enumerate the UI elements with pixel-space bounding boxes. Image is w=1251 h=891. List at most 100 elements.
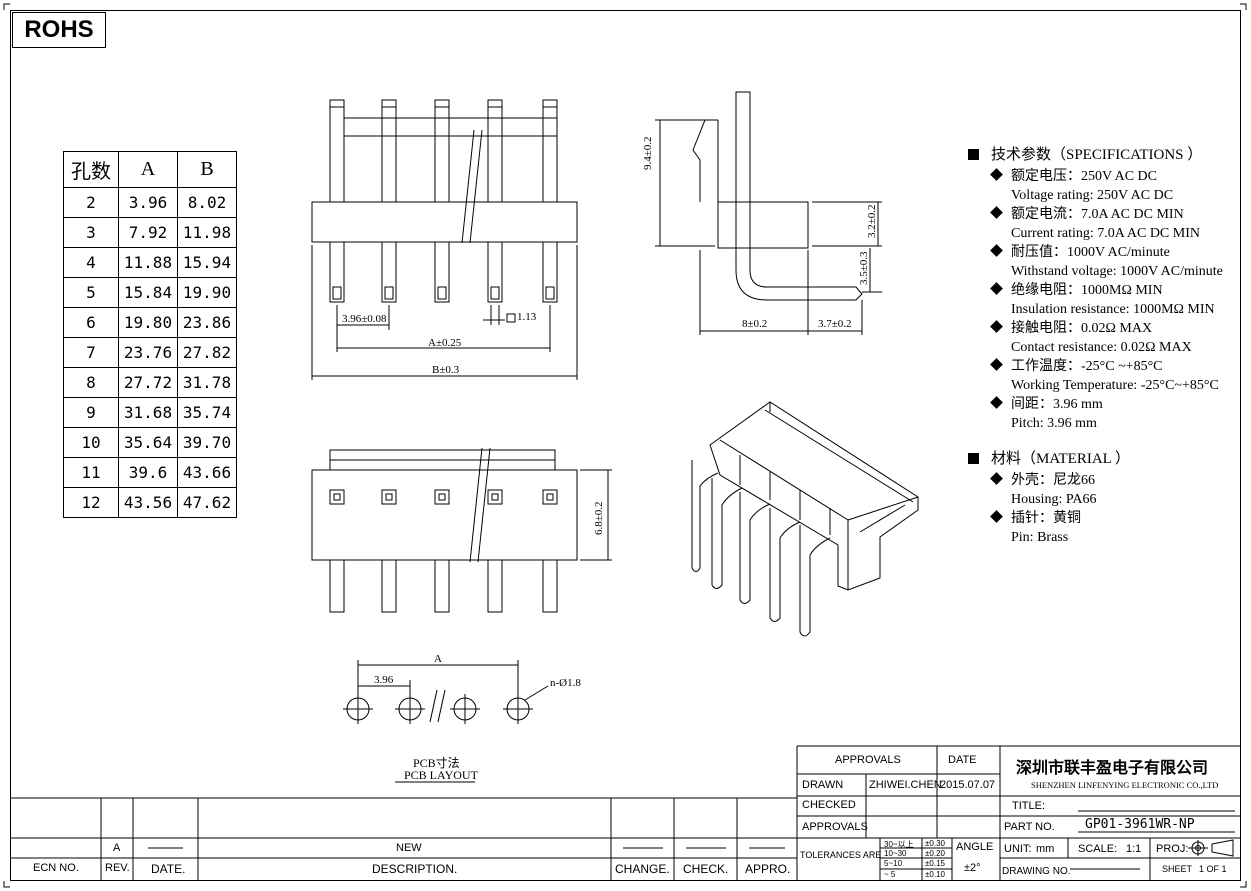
scale-label: SCALE: [1078, 843, 1118, 855]
spec-heading: 技术参数（SPECIFICATIONS ） [991, 147, 1203, 163]
approvals-header: APPROVALS [835, 754, 901, 766]
dim-pin-len: 3.5±0.3 [858, 251, 870, 285]
title-label: TITLE: [1012, 800, 1046, 812]
part-no-label: PART NO. [1004, 821, 1055, 833]
diamond-bullet-icon [990, 244, 1003, 257]
item-en: Insulation resistance: 1000MΩ MIN [1011, 302, 1215, 317]
cell-a: 3.96 [118, 187, 178, 218]
item-en: Voltage rating: 250V AC DC [1011, 188, 1174, 203]
tol-value: ±0.30 [925, 839, 945, 848]
diamond-bullet-icon [990, 168, 1003, 181]
cell-holes: 9 [63, 397, 119, 428]
angle-value: ±2° [964, 862, 981, 874]
cell-holes: 7 [63, 337, 119, 368]
part-no-value: GP01-3961WR-NP [1085, 817, 1195, 832]
cell-b: 8.02 [177, 187, 237, 218]
dim-body-h: 3.2±0.2 [866, 204, 878, 238]
dim-pcb-a: A [434, 653, 442, 665]
tol-range: ~ 5 [884, 870, 896, 879]
cell-a: 7.92 [118, 217, 178, 248]
col-header-holes: 孔数 [63, 151, 119, 188]
cell-a: 11.88 [118, 247, 178, 278]
cell-holes: 11 [63, 457, 119, 488]
item-cn: 额定电压：250V AC DC [1011, 169, 1157, 184]
item-en: Current rating: 7.0A AC DC MIN [1011, 226, 1200, 241]
tol-range: 30~以上 [884, 840, 914, 849]
cell-b: 11.98 [177, 217, 237, 248]
item-en: Pitch: 3.96 mm [1011, 416, 1097, 431]
cell-a: 39.6 [118, 457, 178, 488]
diamond-bullet-icon [990, 206, 1003, 219]
cell-a: 15.84 [118, 277, 178, 308]
cell-holes: 8 [63, 367, 119, 398]
list-item: 额定电流：7.0A AC DC MIN [968, 205, 1223, 224]
dim-a: A±0.25 [428, 337, 462, 349]
cell-b: 39.70 [177, 427, 237, 458]
tol-value: ±0.15 [925, 859, 945, 868]
square-bullet-icon [968, 453, 979, 464]
angle-label: ANGLE [956, 841, 994, 853]
change-header: CHANGE. [615, 862, 670, 876]
appro-header: APPRO. [745, 862, 791, 876]
tol-range: 10~30 [884, 849, 907, 858]
item-en: Working Temperature: -25°C~+85°C [1011, 378, 1219, 393]
rev-header: REV. [105, 862, 130, 874]
list-item: 工作温度：-25°C ~+85°C [968, 357, 1223, 376]
list-item: 插针：黄铜 [968, 509, 1130, 528]
item-cn: 绝缘电阻：1000MΩ MIN [1011, 283, 1163, 298]
list-item: 额定电压：250V AC DC [968, 167, 1223, 186]
dim-pcb-hole: n-Ø1.8 [550, 677, 581, 689]
cell-a: 19.80 [118, 307, 178, 338]
diamond-bullet-icon [990, 396, 1003, 409]
drawing-frame [10, 10, 1241, 881]
cell-holes: 4 [63, 247, 119, 278]
dim-b: B±0.3 [432, 364, 460, 376]
tol-range: 5~10 [884, 859, 903, 868]
rohs-badge: ROHS [12, 12, 106, 48]
item-cn: 插针：黄铜 [1011, 511, 1081, 526]
cell-b: 23.86 [177, 307, 237, 338]
date-header: DATE [948, 754, 977, 766]
isometric-view [691, 401, 919, 637]
item-cn: 接触电阻：0.02Ω MAX [1011, 321, 1153, 336]
tol-value: ±0.20 [925, 849, 945, 858]
list-item: 接触电阻：0.02Ω MAX [968, 319, 1223, 338]
tol-value: ±0.10 [925, 870, 945, 879]
pcb-layout-en: PCB LAYOUT [404, 768, 478, 782]
pcb-layout-cn: PCB寸法 [413, 756, 460, 770]
date-col-header: DATE. [151, 862, 186, 876]
sheet-value: 1 OF 1 [1199, 864, 1227, 874]
item-en: Withstand voltage: 1000V AC/minute [1011, 264, 1223, 279]
dim-pin: 1.13 [517, 311, 537, 323]
front-view [311, 447, 612, 613]
diamond-bullet-icon [990, 358, 1003, 371]
specifications-block: 技术参数（SPECIFICATIONS ） 额定电压：250V AC DC Vol… [968, 146, 1223, 433]
diamond-bullet-icon [990, 510, 1003, 523]
revision-desc: NEW [396, 842, 422, 854]
dim-depth: 8±0.2 [742, 318, 768, 330]
item-en: Pin: Brass [1011, 530, 1069, 545]
pcb-layout-drawing [343, 660, 549, 783]
cell-b: 35.74 [177, 397, 237, 428]
ecn-header: ECN NO. [33, 862, 79, 874]
item-cn: 外壳：尼龙66 [1011, 473, 1095, 488]
list-item: 耐压值：1000V AC/minute [968, 243, 1223, 262]
cell-holes: 12 [63, 487, 119, 518]
col-header-b: B [177, 151, 237, 188]
revision-block-lines [10, 797, 797, 880]
cell-holes: 2 [63, 187, 119, 218]
item-cn: 额定电流：7.0A AC DC MIN [1011, 207, 1184, 222]
dim-pitch: 3.96±0.08 [342, 313, 387, 325]
dim-pcb-pitch: 3.96 [374, 674, 394, 686]
diamond-bullet-icon [990, 472, 1003, 485]
cell-b: 27.82 [177, 337, 237, 368]
